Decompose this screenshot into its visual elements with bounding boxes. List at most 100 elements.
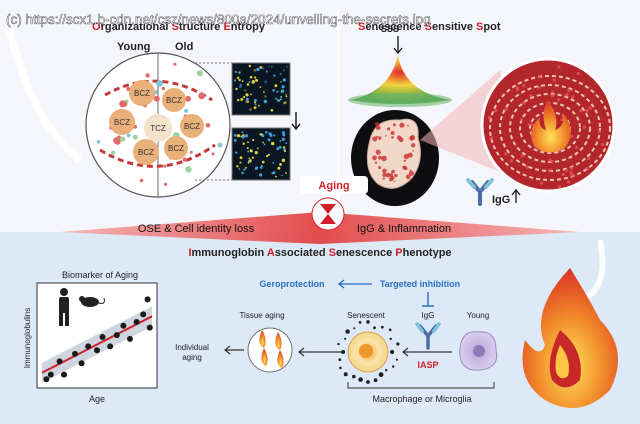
young-to-senescent-arrow <box>402 347 452 357</box>
sss-title: Senescence Sensitive Spot <box>358 21 501 33</box>
micro-dot <box>280 91 283 93</box>
zoom-dot <box>557 149 561 153</box>
peak-base <box>348 93 452 107</box>
micro-dot <box>247 161 250 164</box>
tissue-spot <box>381 155 387 162</box>
sasp-dot <box>373 378 378 383</box>
chart-y-label: Immunoglobulins <box>23 308 32 368</box>
micro-dot <box>261 134 265 138</box>
micro-dot <box>245 100 249 104</box>
micro-dot <box>236 165 239 168</box>
zone-bcz-3 <box>133 139 159 165</box>
tissue-spot <box>392 123 396 127</box>
tissue-spot <box>389 177 394 182</box>
zoom-dot <box>540 181 543 185</box>
targeted-inhibition-label: Targeted inhibition <box>380 279 460 289</box>
micro-dot <box>234 70 237 74</box>
tissue-cell <box>189 150 193 154</box>
micro-dot <box>280 95 283 98</box>
zoom-dot <box>537 85 541 89</box>
sasp-dot <box>378 372 384 378</box>
chart-point <box>99 334 106 340</box>
micro-dot <box>234 79 237 82</box>
micro-dot <box>285 142 288 145</box>
micro-dot <box>246 97 249 101</box>
micro-dot <box>239 83 242 86</box>
micro-dot <box>268 153 271 156</box>
tissue-spot <box>394 173 398 178</box>
micro-dot <box>275 97 278 100</box>
micro-dot <box>276 147 280 151</box>
zoom-dot <box>567 88 571 92</box>
chart-point <box>78 360 85 367</box>
tissue-cell <box>185 95 192 102</box>
tissue-cell <box>182 157 187 162</box>
sasp-dot <box>345 329 350 334</box>
zoom-dot <box>494 109 498 113</box>
zoom-dot <box>588 106 592 110</box>
micro-dot <box>239 156 243 160</box>
zoom-dot <box>557 98 561 102</box>
micro-dot <box>250 93 253 96</box>
sasp-dot <box>344 337 347 340</box>
chart-point <box>113 332 120 339</box>
zoom-dot <box>585 167 589 170</box>
micro-dot <box>248 64 251 68</box>
tissue-spot <box>411 143 416 148</box>
tissue-spot <box>387 127 391 131</box>
sasp-dot <box>389 337 392 341</box>
zoom-dot <box>520 154 524 158</box>
tissue-cells <box>96 62 223 186</box>
ose-title: Organizational Structure Entropy <box>92 21 266 33</box>
tissue-spot <box>391 136 394 139</box>
up-arrow-icon <box>511 188 521 203</box>
micro-dot <box>251 156 254 159</box>
chart-point <box>127 335 133 342</box>
zoom-dot <box>570 135 573 138</box>
micro-dot <box>254 151 258 155</box>
micro-dot <box>281 158 286 162</box>
micro-dot <box>267 138 271 142</box>
micro-dot <box>241 171 244 175</box>
zoom-dot <box>489 136 493 140</box>
chart-point <box>107 343 114 350</box>
micro-dot <box>244 89 247 92</box>
igg-antibody-icon <box>466 178 494 206</box>
micro-dot <box>263 143 266 146</box>
zone-bcz-5 <box>180 114 204 138</box>
tissue-cell <box>205 123 211 128</box>
micro-dot <box>278 145 282 149</box>
igg-inflammation-label: IgG & Inflammation <box>357 223 451 235</box>
sasp-dot <box>353 327 356 330</box>
zoom-dot <box>560 118 564 121</box>
tissue-cell <box>198 92 206 100</box>
chart-point <box>61 371 67 378</box>
inhibition-icon <box>422 292 434 307</box>
micro-dot <box>275 175 277 178</box>
micro-dot <box>262 160 265 164</box>
micro-dot <box>256 67 260 72</box>
micro-dot <box>251 80 255 84</box>
tissue-cell <box>153 95 160 102</box>
sss-arrow-icon <box>393 36 403 55</box>
chart-point <box>146 324 153 331</box>
chart-point <box>72 350 78 357</box>
zone-tcz <box>144 114 172 142</box>
tissue-spot <box>408 170 414 176</box>
micro-dot <box>281 174 283 177</box>
micro-dot <box>252 138 255 142</box>
micro-dot <box>236 134 241 138</box>
micro-dot <box>254 167 258 171</box>
micro-dot <box>238 85 242 89</box>
micro-dot <box>261 67 265 70</box>
tissue-spot <box>396 135 402 140</box>
zoom-dot <box>571 95 575 99</box>
zoom-dot <box>551 90 555 94</box>
zoom-dot <box>550 160 554 163</box>
chart-point <box>120 322 127 329</box>
micro-dot <box>245 166 247 169</box>
senescent-label: Senescent <box>347 311 386 320</box>
igg-label: IgG <box>492 194 510 206</box>
hotspot-flame-icon <box>531 100 571 153</box>
